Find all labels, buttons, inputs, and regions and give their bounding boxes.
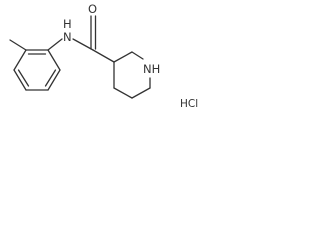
aryl-n-bond [47, 38, 63, 51]
carbonyl-ring-bond [92, 49, 115, 63]
molecule-structure: O H N NH HCl [9, 2, 198, 110]
ring-nh-label: NH [143, 62, 160, 76]
oxygen-label: O [88, 2, 97, 16]
piperidine-bond [113, 51, 133, 63]
amide-n-label: N [63, 30, 72, 44]
hcl-salt-label: HCl [180, 98, 198, 110]
n-carbonyl-bond [72, 38, 94, 51]
benzene-ring [13, 49, 61, 91]
benzene-bond [47, 49, 61, 71]
benzene-bond [13, 69, 27, 91]
piperidine-ring [113, 51, 151, 99]
benzene-bond [13, 49, 27, 71]
piperidine-bond [113, 87, 133, 99]
structure-canvas: O H N NH HCl [0, 0, 204, 128]
amide-h-label: H [63, 17, 72, 31]
benzene-double-bond [17, 69, 30, 87]
benzene-double-bond [44, 69, 57, 87]
methyl-bond [9, 39, 27, 51]
piperidine-bond [131, 87, 151, 99]
benzene-bond [47, 69, 61, 91]
piperidine-bond [131, 51, 144, 60]
